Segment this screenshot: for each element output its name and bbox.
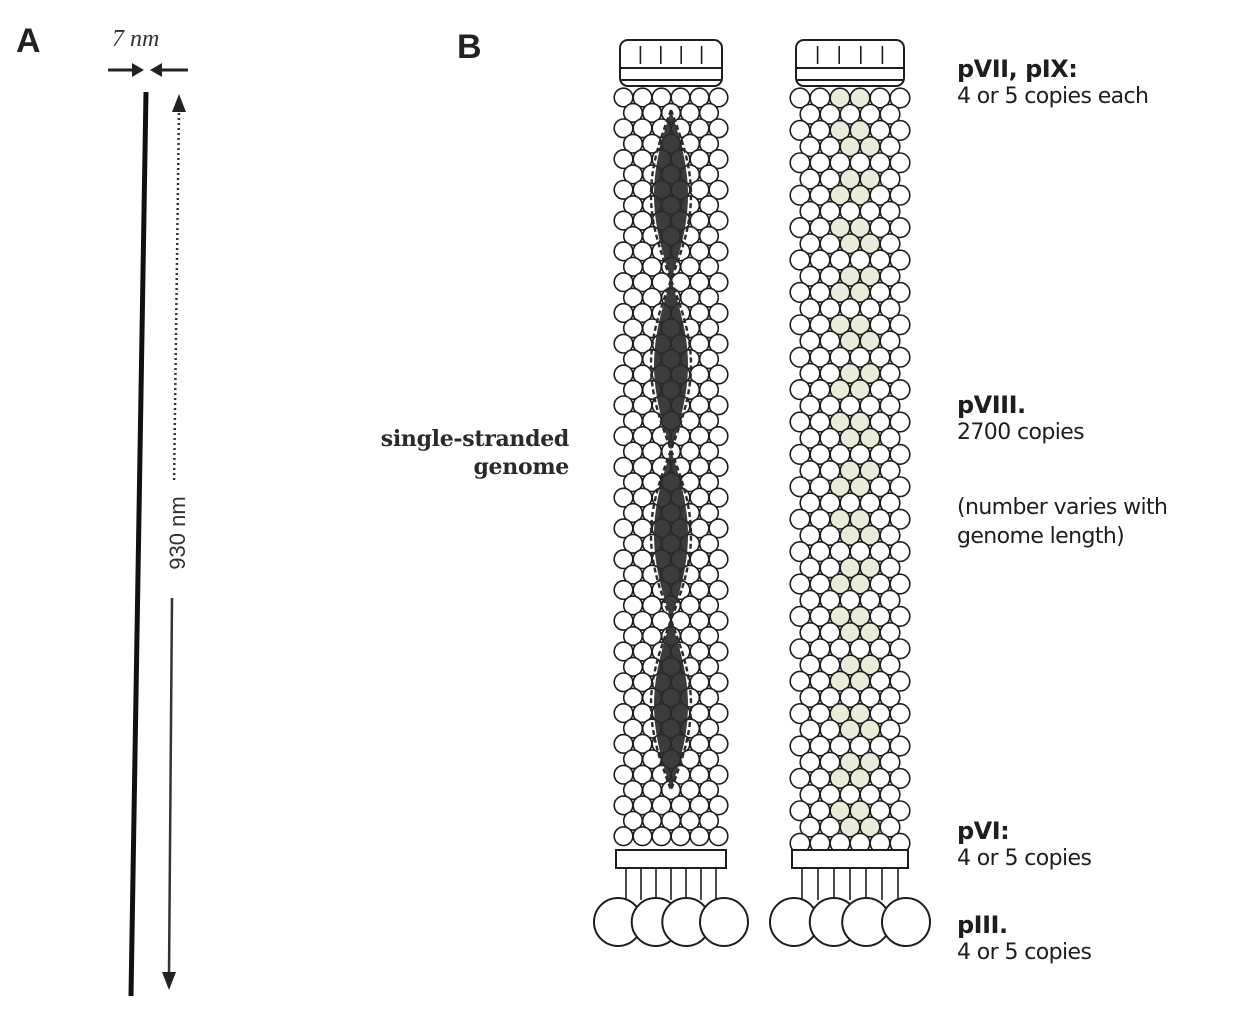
piii-title: pIII.: [957, 912, 1091, 940]
piii-label: pIII. 4 or 5 copies: [957, 912, 1091, 965]
pviii-note: (number varies with genome length): [957, 494, 1167, 551]
phage-rod-surface-icon: [770, 40, 930, 946]
piii-copies: 4 or 5 copies: [957, 940, 1091, 965]
coat-protein-subunit: [652, 827, 671, 846]
coat-protein-subunit: [614, 827, 633, 846]
pvii-pix-title: pVII, pIX:: [957, 56, 1148, 84]
piii-knob: [882, 898, 930, 946]
coat-protein-subunit: [633, 827, 652, 846]
length-dimension-label: 930 nm: [165, 483, 191, 583]
pviii-note-line2: genome length): [957, 523, 1167, 552]
pvi-title: pVI:: [957, 818, 1091, 846]
filament-line: [131, 92, 146, 996]
pviii-note-line1: (number varies with: [957, 494, 1167, 523]
pvi-band: [792, 850, 908, 868]
pvi-label: pVI: 4 or 5 copies: [957, 818, 1091, 871]
pvii-pix-copies: 4 or 5 copies each: [957, 84, 1148, 109]
genome-label-line2: genome: [381, 454, 569, 482]
width-dimension-label: 7 nm: [112, 26, 159, 53]
pvi-copies: 4 or 5 copies: [957, 846, 1091, 871]
piii-knob: [700, 898, 748, 946]
pviii-title: pVIII.: [957, 392, 1084, 420]
genome-label: single-stranded genome: [381, 426, 569, 481]
pvi-band: [616, 850, 726, 868]
pviii-copies: 2700 copies: [957, 420, 1084, 445]
genome-label-line1: single-stranded: [381, 426, 569, 454]
coat-protein-subunit: [690, 827, 709, 846]
coat-protein-subunit: [671, 827, 690, 846]
width-arrows-icon: [108, 63, 188, 77]
phage-rod-with-genome-icon: [594, 40, 748, 946]
coat-protein-subunit: [709, 827, 728, 846]
pviii-label: pVIII. 2700 copies: [957, 392, 1084, 445]
pvii-pix-label: pVII, pIX: 4 or 5 copies each: [957, 56, 1148, 109]
